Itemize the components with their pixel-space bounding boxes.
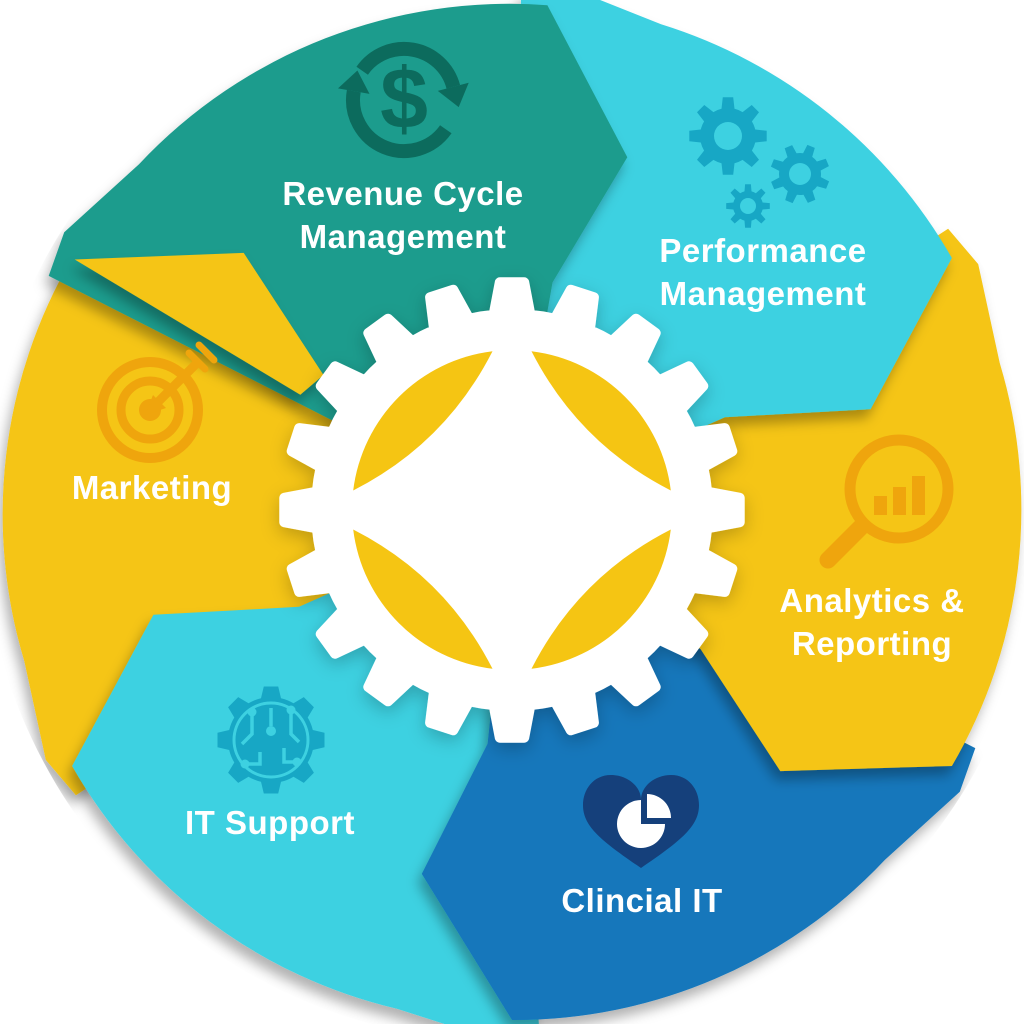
segment-labels: Revenue Cycle Management Performance Man…	[72, 175, 964, 919]
target-ring-inner	[116, 376, 184, 444]
label-revenue-line2: Management	[300, 218, 507, 255]
gear-hole	[740, 198, 756, 214]
heart-pie-icon	[583, 775, 699, 868]
circuit-nodes	[240, 705, 302, 769]
arrow-fletching	[185, 349, 209, 373]
target-ring-outer	[97, 357, 203, 463]
bar-large	[912, 476, 925, 515]
label-analytics-line2: Reporting	[792, 625, 952, 662]
gear-icon	[279, 277, 745, 743]
cycle-arc	[346, 89, 452, 158]
inner-ring	[232, 701, 310, 779]
arrow-fletching	[195, 341, 218, 364]
gears-icon	[689, 97, 830, 228]
label-it-support: IT Support	[185, 804, 355, 841]
dollar-symbol: $	[380, 51, 428, 147]
ring-crescent-nw	[353, 351, 493, 491]
pie-quarter	[647, 794, 671, 818]
magnifier-chart-icon	[819, 434, 954, 569]
circuit-gear-icon	[217, 686, 325, 794]
gear-hole	[714, 122, 742, 150]
arrow-head	[145, 395, 166, 415]
label-marketing: Marketing	[72, 469, 232, 506]
bar-medium	[893, 487, 906, 515]
dollar-cycle-icon: $	[338, 41, 469, 158]
ring-crescent-ne	[531, 351, 671, 491]
segment-marketing-tip-overlay	[74, 252, 324, 395]
target-arrow-icon	[97, 341, 218, 463]
label-performance-line2: Management	[660, 275, 867, 312]
arrowhead	[338, 70, 370, 94]
label-analytics-line1: Analytics &	[779, 582, 964, 619]
label-performance-line1: Performance	[659, 232, 866, 269]
pie-three-quarter	[617, 800, 665, 848]
label-revenue-line1: Revenue Cycle	[282, 175, 523, 212]
bar-small	[874, 496, 887, 515]
circuit-traces	[240, 708, 301, 766]
ring-crescent-sw	[353, 529, 493, 669]
gear-hole	[789, 163, 811, 185]
label-clinical-it: Clincial IT	[561, 882, 722, 919]
arrowhead	[437, 82, 469, 108]
magnifier-lens	[844, 434, 954, 544]
center-gear	[279, 277, 745, 743]
cycle-arc	[356, 41, 461, 89]
ring-crescent-se	[531, 529, 671, 669]
magnifier-handle	[819, 517, 871, 569]
arrow-shaft	[151, 359, 201, 409]
